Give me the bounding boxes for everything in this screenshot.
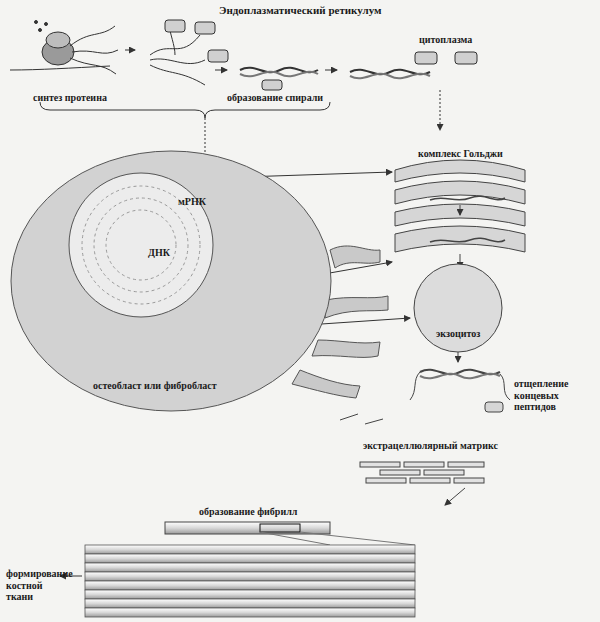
step-label: синтез протеина bbox=[33, 92, 107, 104]
step-label: отщепление концевых пептидов bbox=[514, 378, 596, 413]
step-label: экзоцитоз bbox=[436, 328, 480, 340]
step-label: формирование костной ткани bbox=[6, 568, 58, 603]
nucleus-outline: ДНК bbox=[68, 172, 214, 318]
step-label: комплекс Гольджи bbox=[418, 148, 503, 160]
diagram-title: Эндоплазматический ретикулум bbox=[219, 4, 382, 17]
node-shape bbox=[68, 172, 214, 318]
step-label: цитоплазма bbox=[419, 34, 472, 46]
fibril-bundle bbox=[60, 545, 415, 617]
step-label: образование фибрилл bbox=[199, 506, 297, 518]
cell-label: остеобласт или фибробласт bbox=[93, 380, 217, 392]
ribosome-chains bbox=[10, 20, 477, 130]
step-label: экстрацеллюлярный матрикс bbox=[363, 440, 498, 452]
fibril-formation bbox=[165, 414, 484, 545]
step-label: мРНК bbox=[178, 196, 206, 208]
nucleus-label: ДНК bbox=[148, 247, 170, 259]
cell-outline: остеобласт или фибробласт ДНК bbox=[10, 150, 332, 412]
step-label: образование спирали bbox=[227, 92, 323, 104]
golgi-stack bbox=[395, 160, 525, 412]
